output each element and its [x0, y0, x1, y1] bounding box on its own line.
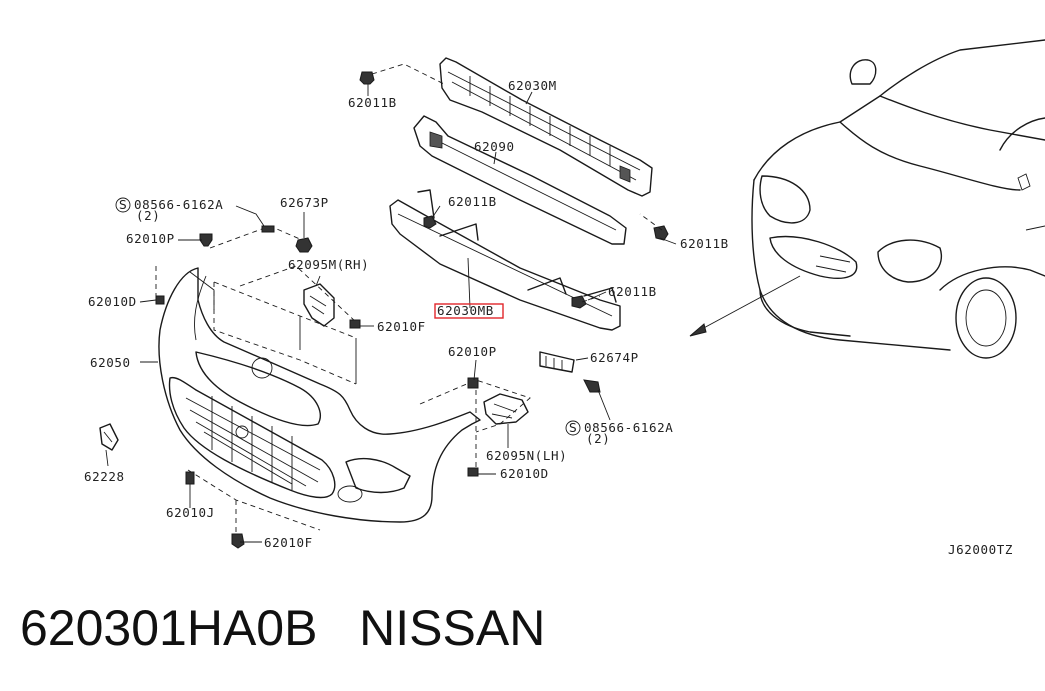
label-62030mb: 62030MB [437, 303, 494, 318]
energy-absorber-part [413, 115, 627, 245]
label-62050: 62050 [90, 355, 131, 370]
front-fascia-part [158, 267, 481, 523]
screw-symbol-icon: S S [115, 197, 581, 436]
label-62095n-lh: 62095N(LH) [486, 448, 567, 463]
brand-name: NISSAN [359, 600, 546, 656]
caption-separator [317, 600, 359, 656]
highlight-box [434, 303, 504, 319]
part-caption: 620301HA0B NISSAN [20, 598, 545, 658]
label-62095m-rh: 62095M(RH) [288, 257, 369, 272]
label-qty-upper: (2) [136, 208, 160, 223]
label-62030m: 62030M [508, 78, 557, 93]
direction-arrow-icon [689, 275, 801, 337]
label-62011b-mid: 62011B [448, 194, 497, 209]
svg-text:S: S [569, 421, 577, 435]
car-outline-illustration [751, 39, 1045, 359]
clip-icon [359, 71, 669, 309]
label-08566-6162a-upper: 08566-6162A [134, 197, 223, 212]
upper-reinforcement-part [439, 57, 653, 197]
lower-reinforcement-part [389, 189, 621, 331]
bracket-rh-part [303, 283, 335, 327]
grille-insert-part [539, 351, 575, 373]
label-62011b-lower-right: 62011B [608, 284, 657, 299]
label-62011b-upper-left: 62011B [348, 95, 397, 110]
label-62010p-right: 62010P [448, 344, 497, 359]
label-qty-lower: (2) [586, 431, 610, 446]
label-62090: 62090 [474, 139, 515, 154]
label-08566-6162a-lower: 08566-6162A [584, 420, 673, 435]
fog-bracket-part [99, 423, 119, 451]
label-62010d-right: 62010D [500, 466, 549, 481]
label-62010f-bottom: 62010F [264, 535, 313, 550]
bracket-lh-part [483, 393, 529, 425]
drawing-code: J62000TZ [948, 542, 1014, 557]
part-number: 620301HA0B [20, 600, 318, 656]
label-62674p: 62674P [590, 350, 639, 365]
label-62673p: 62673P [280, 195, 329, 210]
label-62010p-left: 62010P [126, 231, 175, 246]
label-62011b-upper-right: 62011B [680, 236, 729, 251]
label-62010d-left: 62010D [88, 294, 137, 309]
label-62010f-mid: 62010F [377, 319, 426, 334]
svg-text:S: S [119, 198, 127, 212]
fastener-icon [155, 225, 601, 549]
label-62010j: 62010J [166, 505, 215, 520]
label-62228: 62228 [84, 469, 125, 484]
